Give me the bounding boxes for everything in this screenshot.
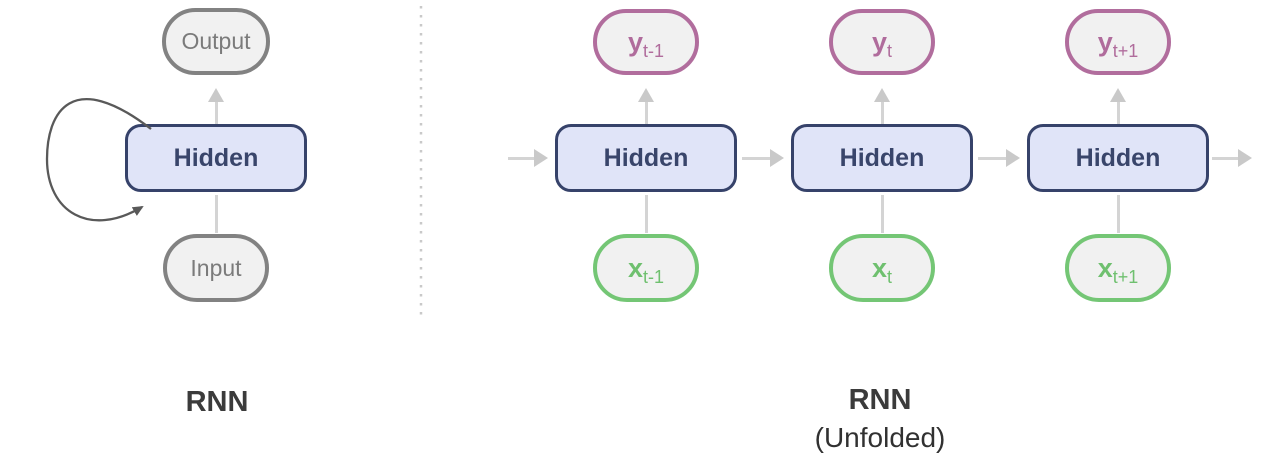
left-title-text: RNN [185, 386, 249, 418]
right-title-text: RNN [848, 384, 912, 416]
x-to-hidden-connector [1116, 195, 1120, 233]
right-diagram-title: RNN (Unfolded) [730, 384, 1030, 454]
hidden-node-label: Hidden [603, 143, 689, 172]
hidden-to-hidden-connector [742, 156, 770, 160]
hidden-node-t: Hidden [791, 124, 973, 192]
right-subtitle-text: (Unfolded) [814, 422, 946, 453]
output-node-label: Output [181, 28, 251, 54]
arrow-right-icon [534, 149, 548, 167]
hidden-to-y-connector [644, 102, 648, 124]
arrow-right-icon [1006, 149, 1020, 167]
hidden-node-label: Hidden [839, 143, 925, 172]
hidden-node-label: Hidden [173, 143, 259, 172]
arrow-up-icon [1110, 88, 1126, 102]
hidden-to-y-connector [1116, 102, 1120, 124]
arrow-right-icon [1238, 149, 1252, 167]
hidden-node-t-minus-1: Hidden [555, 124, 737, 192]
output-node: Output [162, 8, 270, 75]
outgoing-recurrence-connector [1212, 156, 1238, 160]
left-diagram-title: RNN [117, 386, 317, 419]
hidden-node-label: Hidden [1075, 143, 1161, 172]
input-node: Input [163, 234, 269, 302]
arrow-up-icon [208, 88, 224, 102]
x-to-hidden-connector [644, 195, 648, 233]
hidden-node-folded: Hidden [125, 124, 307, 192]
hidden-node-t-plus-1: Hidden [1027, 124, 1209, 192]
hidden-to-hidden-connector [978, 156, 1006, 160]
arrow-up-icon [874, 88, 890, 102]
input-node-label: Input [190, 254, 242, 281]
hidden-to-y-connector [880, 102, 884, 124]
hidden-to-output-connector [214, 102, 218, 124]
incoming-recurrence-connector [508, 156, 534, 160]
arrow-right-icon [770, 149, 784, 167]
x-to-hidden-connector [880, 195, 884, 233]
input-to-hidden-connector [214, 195, 218, 233]
arrow-up-icon [638, 88, 654, 102]
